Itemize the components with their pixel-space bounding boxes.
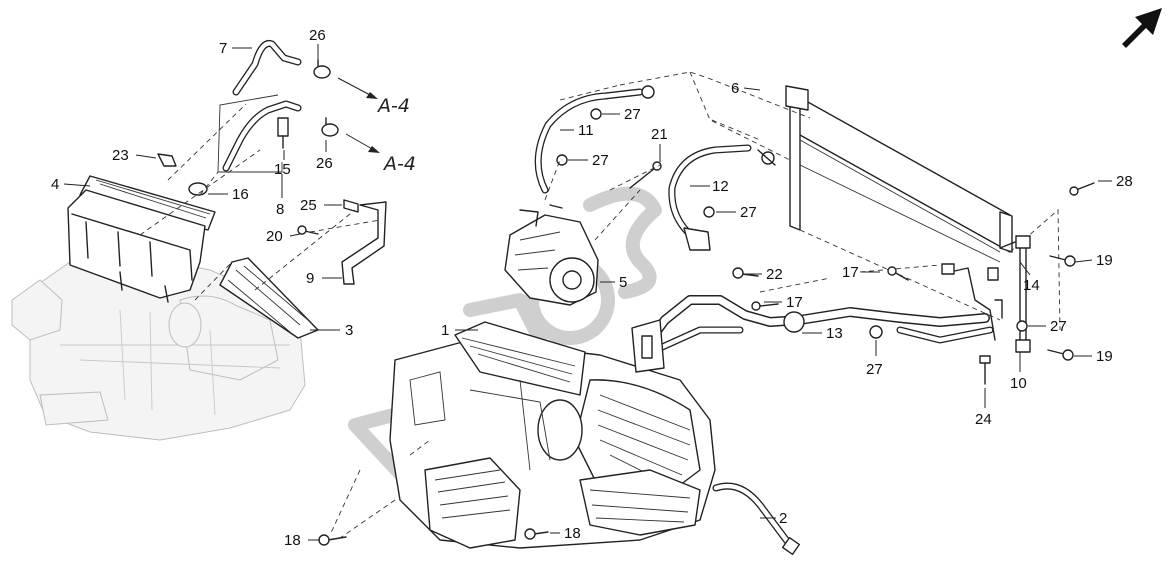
callout-28: 28 (1116, 173, 1133, 190)
reference-a4-top: A-4 (376, 95, 410, 117)
part-clamps (313, 59, 339, 137)
callout-10: 10 (1010, 375, 1027, 392)
callout-19a: 19 (1096, 252, 1113, 269)
callout-14: 14 (1023, 277, 1040, 294)
callouts: 7 26 26 15 8 23 4 16 25 20 9 3 1 5 6 27 … (51, 27, 1133, 549)
callout-26b: 26 (316, 155, 333, 172)
callout-20: 20 (266, 228, 283, 245)
callout-5: 5 (619, 274, 627, 291)
callout-13: 13 (826, 325, 843, 342)
front-arrow-icon (1122, 8, 1162, 48)
part-valve (277, 117, 289, 149)
part-hose-8 (217, 94, 302, 173)
callout-24: 24 (975, 411, 992, 428)
ghost-hvac-housing (11, 257, 306, 441)
callout-27d: 27 (866, 361, 883, 378)
reference-a4-bottom: A-4 (382, 153, 416, 175)
callout-11: 11 (578, 122, 594, 139)
callout-27c: 27 (740, 204, 757, 221)
part-cover (219, 257, 319, 339)
part-nuts (556, 108, 1028, 339)
callout-1: 1 (441, 322, 449, 339)
part-condenser (559, 71, 1061, 331)
callout-12: 12 (712, 178, 729, 195)
callout-25: 25 (300, 197, 317, 214)
callout-18a: 18 (284, 532, 301, 549)
part-bracket (341, 201, 387, 285)
callout-19b: 19 (1096, 348, 1113, 365)
callout-27b: 27 (592, 152, 609, 169)
callout-21: 21 (651, 126, 668, 143)
callout-18b: 18 (564, 525, 581, 542)
callout-22: 22 (766, 266, 783, 283)
part-drain-hose (712, 482, 801, 556)
part-air-inlet-duct (67, 175, 216, 303)
assembly-lines (139, 103, 661, 301)
part-pipe-bracket (999, 235, 1031, 353)
callout-17a: 17 (786, 294, 803, 311)
callout-16: 16 (232, 186, 249, 203)
callout-27a: 27 (624, 106, 641, 123)
part-bolts (318, 161, 1095, 546)
callout-27e: 27 (1050, 318, 1067, 335)
callout-17b: 17 (842, 264, 859, 281)
callout-4: 4 (51, 176, 59, 193)
part-compressor (504, 204, 599, 306)
callout-15: 15 (274, 161, 291, 178)
part-hose-7 (232, 39, 302, 96)
callout-3: 3 (345, 322, 353, 339)
part-fasteners-left (157, 153, 359, 235)
callout-6: 6 (731, 80, 739, 97)
part-refrigerant-lines (631, 263, 1003, 373)
part-hvac-unit (329, 321, 716, 549)
leader-lines (63, 44, 1112, 541)
section-references: A-4 A-4 (376, 95, 416, 175)
part-ac-hoses (534, 85, 776, 251)
callout-8: 8 (276, 201, 284, 218)
callout-26a: 26 (309, 27, 326, 44)
callout-2: 2 (779, 510, 787, 527)
callout-9: 9 (306, 270, 314, 287)
callout-23: 23 (112, 147, 129, 164)
callout-7: 7 (219, 40, 227, 57)
